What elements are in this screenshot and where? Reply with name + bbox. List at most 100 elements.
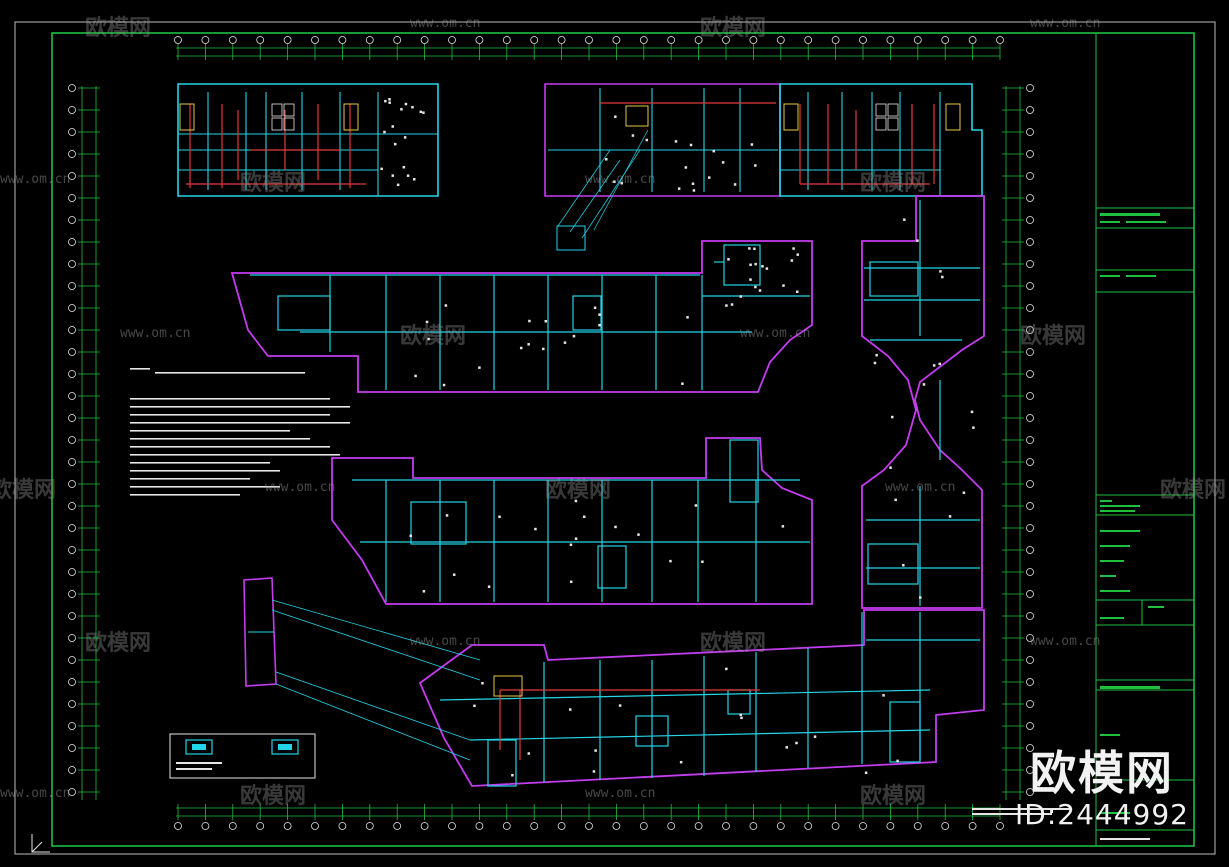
axis-bubble: [228, 822, 237, 830]
axis-bubble: [1026, 634, 1034, 642]
axis-bubble: [311, 822, 319, 830]
axis-bubble: [612, 822, 621, 830]
axis-bubble: [68, 172, 76, 180]
fixture-mark: [922, 383, 926, 386]
axis-bubble: [530, 36, 539, 44]
axis-bubble: [1026, 612, 1034, 620]
axis-bubble: [530, 822, 539, 830]
fixture-mark: [761, 265, 764, 268]
axis-bubble: [1026, 568, 1034, 576]
fixture-mark: [442, 383, 446, 387]
axis-bubble: [68, 304, 76, 312]
axis-bubble: [68, 216, 76, 224]
fixture-mark: [686, 316, 689, 319]
axis-bubble: [338, 822, 347, 830]
fixture-mark: [796, 290, 799, 293]
axis-bubble: [502, 822, 511, 830]
block-top-center[interactable]: [544, 83, 781, 251]
fixture-mark: [864, 771, 868, 775]
axis-bubble: [68, 106, 76, 114]
note-line: [130, 368, 150, 370]
axis-bubble: [585, 36, 593, 44]
fixture-mark: [790, 259, 794, 262]
fixture-mark: [528, 319, 531, 323]
axis-bubble: [1026, 392, 1034, 400]
note-line: [155, 372, 305, 374]
axis-bubble: [1026, 656, 1034, 664]
axis-bubble: [68, 150, 76, 158]
axis-bubble: [68, 282, 76, 290]
fixture-mark: [487, 585, 491, 588]
axis-bubble: [1026, 84, 1034, 92]
fixture-mark: [677, 187, 681, 190]
axis-bubble: [1026, 546, 1034, 554]
axis-bubble: [68, 700, 76, 708]
note-line: [130, 398, 330, 400]
fixture-mark: [481, 681, 484, 685]
fixture-mark: [902, 563, 905, 567]
axis-bubble: [68, 260, 76, 268]
axis-bubble: [365, 822, 374, 830]
axis-bubble: [448, 36, 456, 44]
fixture-mark: [498, 515, 501, 519]
block-top-right[interactable]: [779, 83, 983, 197]
fixture-mark: [758, 289, 762, 292]
fixture-mark: [582, 515, 586, 518]
fixture-mark: [427, 337, 430, 341]
block-top-left[interactable]: [177, 83, 439, 197]
axis-bubble: [804, 822, 813, 830]
fixture-mark: [781, 525, 785, 528]
fixture-marks: [380, 98, 975, 777]
title-block-text-marks: [1100, 213, 1166, 814]
fixture-mark: [749, 263, 752, 267]
axis-bubble: [941, 36, 950, 44]
fixture-mark: [569, 543, 573, 547]
fixture-mark: [669, 559, 672, 563]
wing-upper[interactable]: [230, 240, 813, 393]
fixture-mark: [721, 161, 725, 164]
axis-bubble: [941, 822, 950, 830]
fixture-mark: [400, 108, 403, 111]
fixture-mark: [393, 142, 397, 146]
fixture-mark: [620, 181, 623, 185]
fixture-mark: [414, 374, 417, 378]
fixture-mark: [388, 101, 391, 104]
wing-right-tower[interactable]: [861, 195, 985, 609]
axis-bubble: [174, 822, 182, 830]
fixture-mark: [402, 165, 406, 169]
note-line: [130, 422, 350, 424]
wing-middle[interactable]: [331, 437, 813, 605]
fixture-mark: [749, 278, 752, 281]
fixture-mark: [569, 580, 573, 584]
axis-bubble: [1026, 414, 1034, 422]
fixture-mark: [384, 99, 387, 103]
fixture-mark: [733, 183, 737, 186]
axis-bubble: [557, 36, 566, 44]
wing-lower[interactable]: [418, 609, 985, 787]
fixture-mark: [765, 267, 769, 270]
axis-bubble: [722, 822, 730, 830]
dimension-lines: [78, 44, 1024, 820]
note-line: [130, 462, 270, 464]
fixture-mark: [511, 773, 514, 777]
fixture-mark: [896, 759, 899, 763]
axis-bubble: [722, 36, 730, 44]
axis-bubble: [201, 36, 210, 44]
fixture-mark: [962, 491, 966, 495]
axis-bubble: [502, 36, 511, 44]
fixture-mark: [478, 366, 481, 369]
axis-bubble: [1026, 304, 1034, 312]
axis-bubble: [1026, 766, 1034, 774]
axis-bubble: [1026, 326, 1034, 334]
note-line: [130, 414, 330, 416]
axis-bubble: [1026, 590, 1034, 598]
axis-bubble: [694, 822, 703, 830]
axis-bubble: [68, 678, 76, 686]
note-line: [130, 406, 350, 408]
block-left-angled[interactable]: [243, 577, 481, 761]
fixture-mark: [785, 746, 789, 749]
axis-bubble: [1026, 436, 1034, 444]
fixture-mark: [592, 770, 596, 773]
